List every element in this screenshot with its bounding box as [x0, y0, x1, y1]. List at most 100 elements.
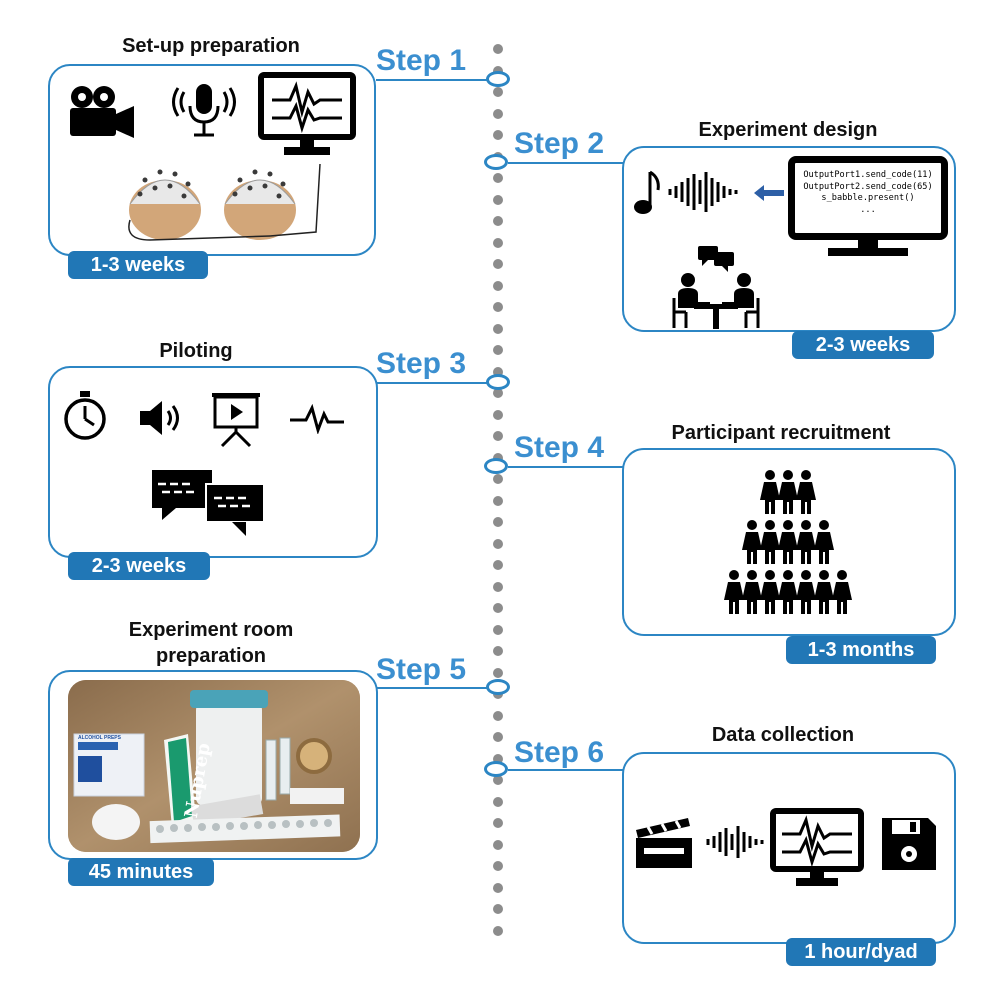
timeline-dot	[493, 216, 503, 226]
timeline-dot	[493, 883, 503, 893]
timeline-dot	[493, 324, 503, 334]
microphone-icon	[172, 84, 236, 137]
timeline-dot	[493, 173, 503, 183]
timeline-dot	[493, 818, 503, 828]
timeline-dot	[493, 754, 503, 764]
person-figure	[778, 470, 798, 514]
code-monitor-icon: OutputPort1.send_code(11) OutputPort2.se…	[788, 156, 948, 256]
step-4-panel	[622, 448, 956, 636]
music-note-icon	[634, 170, 660, 214]
step-2-panel: OutputPort1.send_code(11) OutputPort2.se…	[622, 146, 956, 332]
step-4-duration-badge: 1-3 months	[786, 636, 936, 664]
step-1-title: Set-up preparation	[122, 35, 300, 57]
person-figure	[742, 520, 762, 564]
timeline-dot	[493, 625, 503, 635]
person-figure	[796, 470, 816, 514]
step-6-label: Step 6	[514, 736, 605, 769]
timeline-dot	[493, 431, 503, 441]
timeline-dot	[493, 281, 503, 291]
step-6-panel	[622, 752, 956, 944]
stopwatch-icon	[64, 391, 106, 440]
step-6-title: Data collection	[711, 724, 855, 746]
arrow-left-icon	[754, 185, 784, 201]
timeline-dot	[493, 388, 503, 398]
timeline-dot	[493, 861, 503, 871]
step-3-panel	[48, 366, 378, 558]
step-1-label: Step 1	[376, 44, 467, 77]
timeline-dot	[493, 840, 503, 850]
person-figure	[760, 570, 780, 614]
speaker-icon	[140, 401, 179, 435]
meeting-icon	[672, 246, 760, 329]
sound-wave-icon	[668, 172, 738, 212]
step-4-node	[484, 458, 508, 474]
step-1-connector	[376, 79, 488, 81]
timeline-dot	[493, 44, 503, 54]
step-3-connector	[376, 382, 488, 384]
step-5-connector	[376, 687, 488, 689]
step-5-title-line-1: Experiment room	[128, 619, 294, 641]
step-2-connector	[508, 162, 624, 164]
photo-wipes-label: ALCOHOL PREPS	[78, 735, 121, 741]
person-figure	[742, 570, 762, 614]
timeline-dot	[493, 302, 503, 312]
code-line-1: OutputPort1.send_code(11)	[803, 170, 933, 180]
step-5-title: Experiment room preparation	[48, 617, 374, 669]
step-6-duration-badge: 1 hour/dyad	[786, 938, 936, 966]
timeline-dot	[493, 582, 503, 592]
person-figure	[760, 520, 780, 564]
person-figure	[814, 570, 834, 614]
timeline-dot	[493, 668, 503, 678]
clapperboard-icon	[636, 818, 692, 868]
timeline-dot	[493, 797, 503, 807]
timeline-dot	[493, 926, 503, 936]
step-6-node	[484, 761, 508, 777]
step-5-duration-badge: 45 minutes	[68, 858, 214, 886]
timeline-dot	[493, 410, 503, 420]
person-figure	[814, 520, 834, 564]
timeline-dot	[493, 87, 503, 97]
video-camera-icon	[70, 86, 134, 138]
timeline-dot	[493, 474, 503, 484]
code-line-2: OutputPort2.send_code(65)	[803, 181, 933, 192]
eeg-supplies-photo: ALCOHOL PREPS Nuprep	[68, 680, 360, 852]
person-figure	[832, 570, 852, 614]
eeg-cap-head-icon	[128, 163, 321, 241]
timeline-dot	[493, 238, 503, 248]
step-5-node	[486, 679, 510, 695]
person-figure	[796, 520, 816, 564]
sound-wave-icon	[706, 826, 764, 858]
step-3-node	[486, 374, 510, 390]
timeline-dot	[493, 367, 503, 377]
person-figure	[778, 520, 798, 564]
step-2-duration-badge: 2-3 weeks	[792, 331, 934, 359]
step-1-panel	[48, 64, 376, 256]
timeline-dot	[493, 345, 503, 355]
timeline-dot	[493, 732, 503, 742]
timeline-dot	[493, 130, 503, 140]
step-5-panel: ALCOHOL PREPS Nuprep	[48, 670, 378, 860]
step-1-duration-badge: 1-3 weeks	[68, 251, 208, 279]
person-figure	[778, 570, 798, 614]
timeline-dot	[493, 646, 503, 656]
code-line-3: s_babble.present()	[821, 193, 915, 203]
floppy-disk-icon	[882, 818, 936, 870]
step-2-label: Step 2	[514, 127, 605, 160]
step-3-label: Step 3	[376, 347, 467, 380]
timeline-dot	[493, 603, 503, 613]
eeg-monitor-icon	[770, 808, 864, 886]
step-3-title: Piloting	[159, 340, 233, 362]
chat-bubbles-icon	[152, 470, 265, 536]
people-pyramid-icon	[724, 470, 852, 614]
timeline-dot	[493, 195, 503, 205]
step-5-title-line-2: preparation	[155, 645, 267, 667]
timeline-dot	[493, 775, 503, 785]
timeline-dot	[493, 711, 503, 721]
signal-icon	[290, 404, 344, 434]
timeline-dot	[493, 904, 503, 914]
timeline-dot	[493, 517, 503, 527]
person-figure	[724, 570, 744, 614]
eeg-monitor-icon	[258, 72, 356, 155]
presentation-icon	[212, 393, 260, 448]
step-1-node	[486, 71, 510, 87]
